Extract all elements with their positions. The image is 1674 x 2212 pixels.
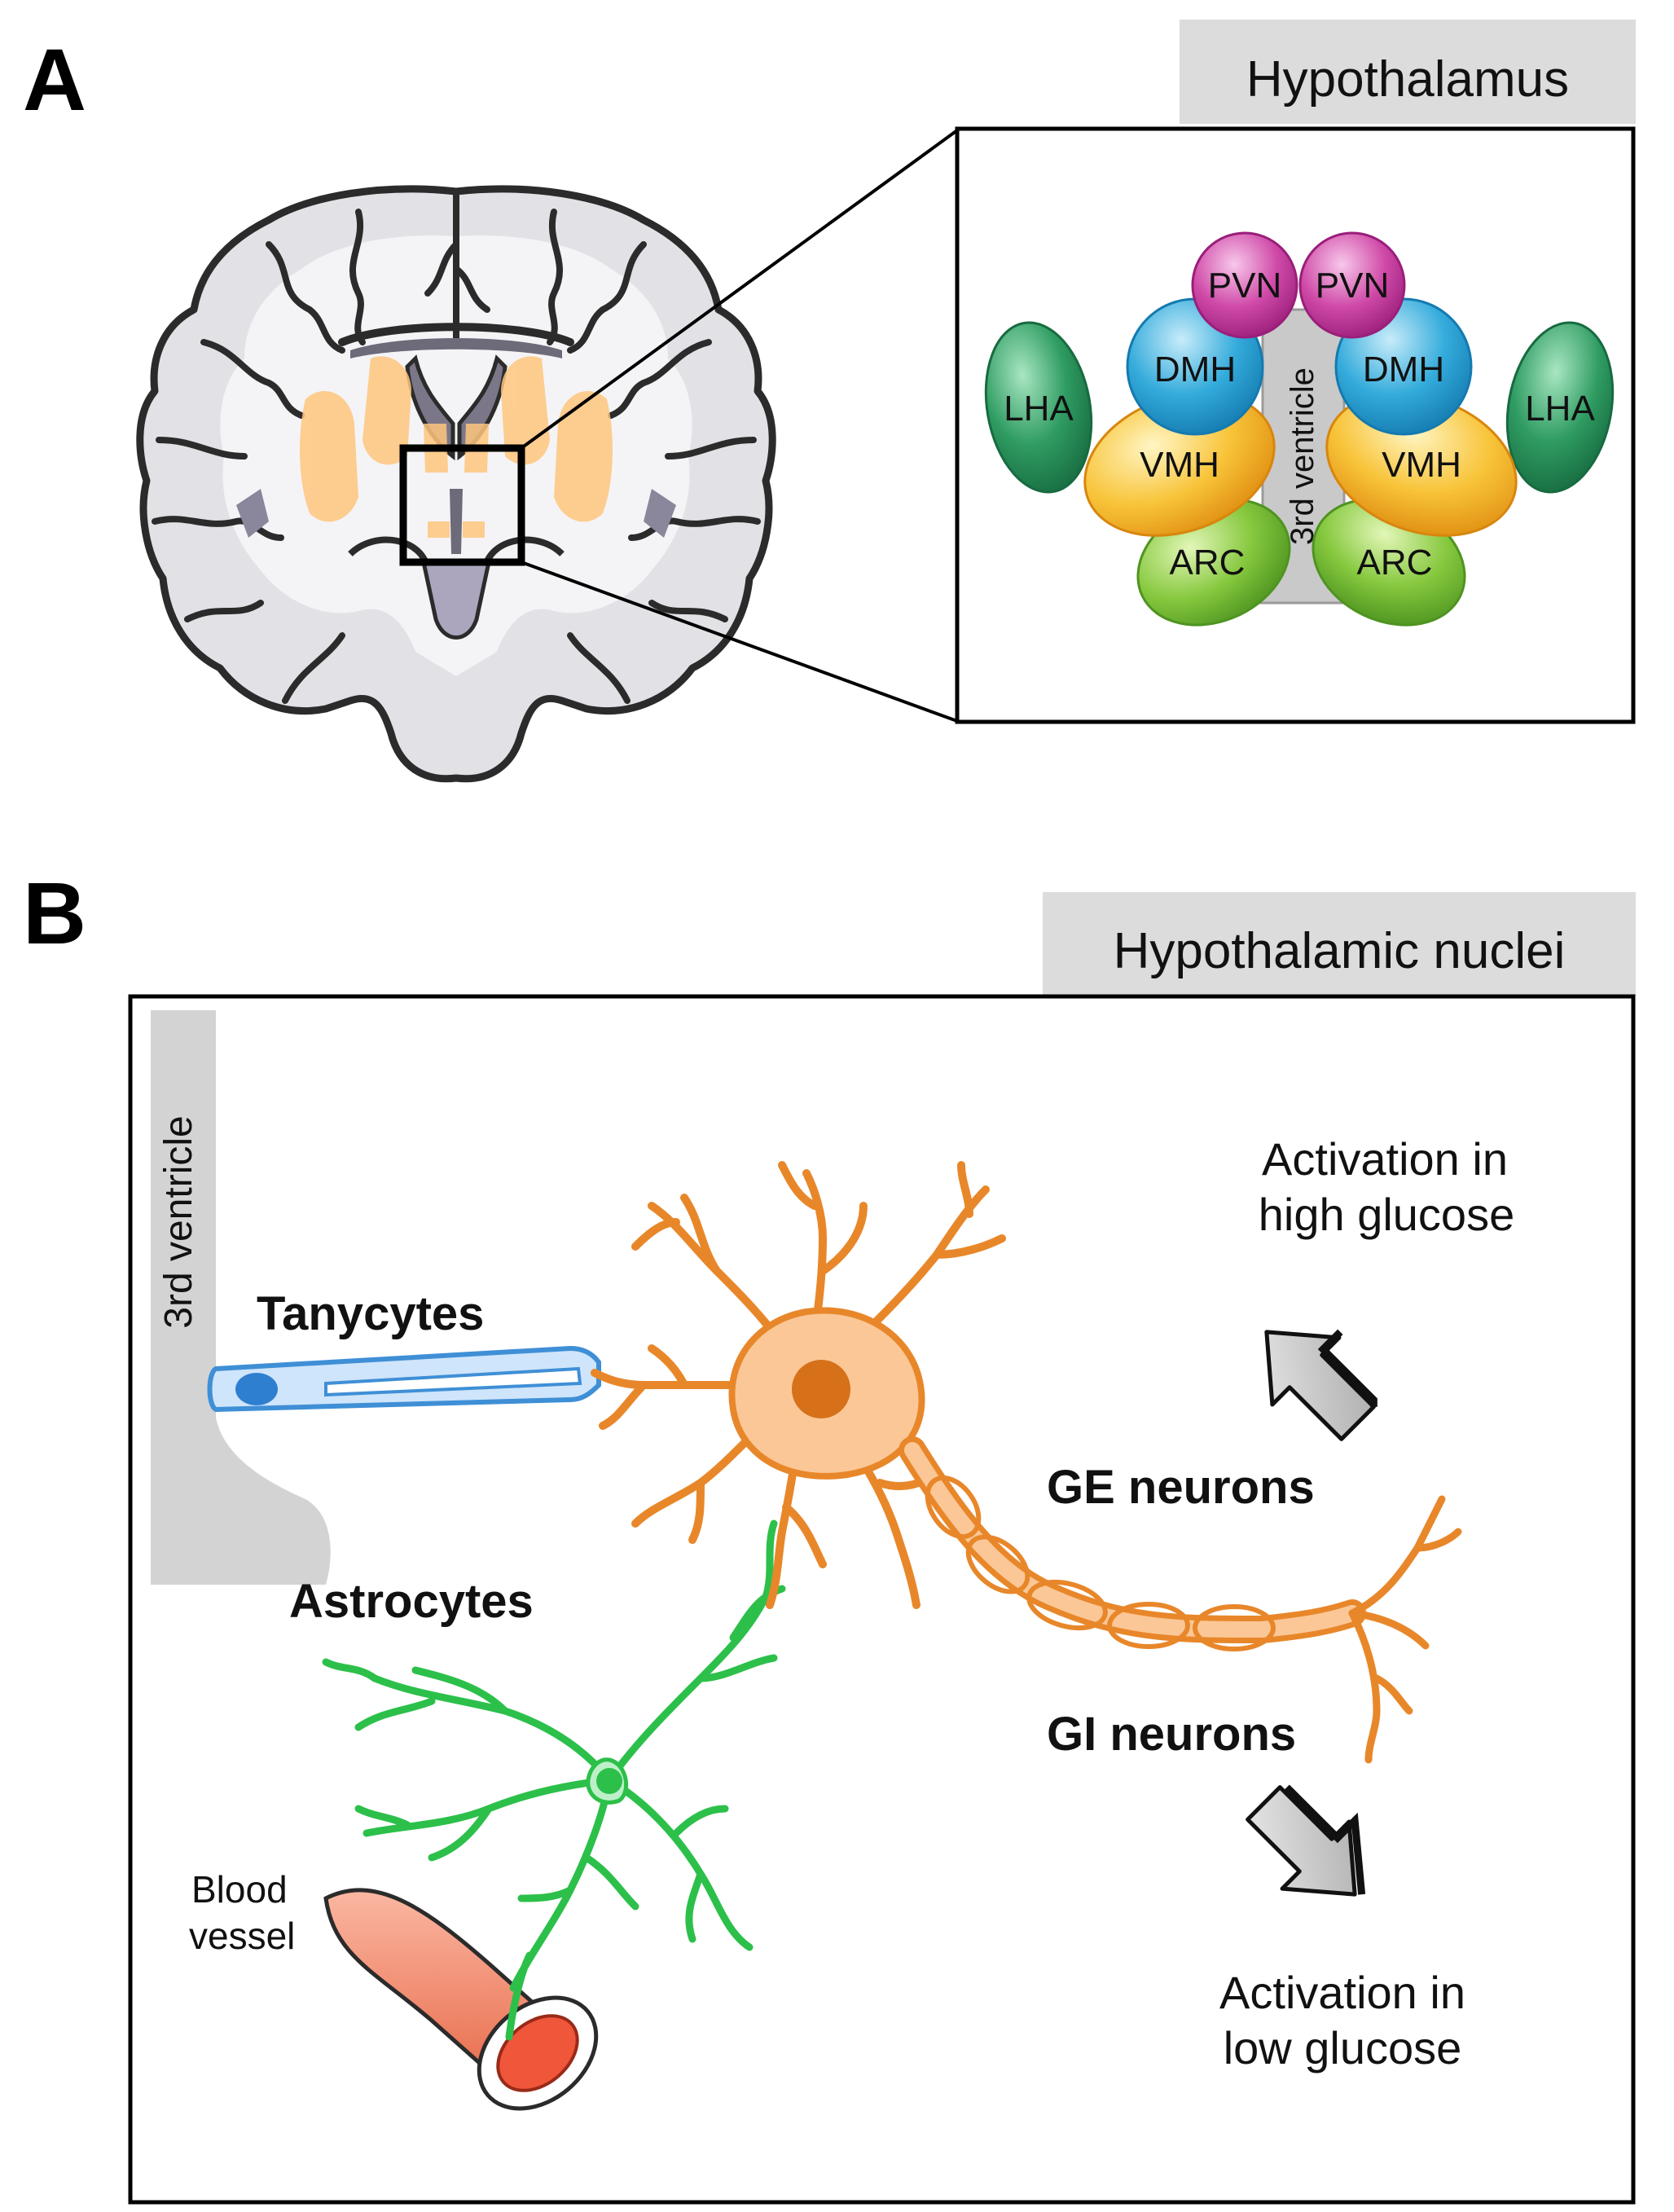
ge-neurons-label: GE neurons	[1047, 1461, 1315, 1514]
panel-a-letter: A	[23, 30, 86, 129]
tanycyte-cell	[207, 1345, 601, 1413]
lha-left-nucleus	[984, 321, 1093, 494]
pvn-left-nucleus	[1191, 231, 1298, 339]
nuclei-diagram: 3rd ventricle PVN PVN DMH DMH LHA LHA VM…	[984, 231, 1615, 627]
blood-vessel-label-2: vessel	[189, 1915, 295, 1957]
lha-right-nucleus	[1505, 321, 1615, 494]
panel-a-title: Hypothalamus	[1246, 51, 1569, 108]
arc-right-label: ARC	[1357, 543, 1433, 583]
panel-b-title: Hypothalamic nuclei	[1114, 923, 1566, 979]
ventricle-b-label: 3rd ventricle	[157, 1115, 200, 1328]
arrow-up-icon	[1264, 1329, 1377, 1441]
astrocyte-nucleus	[596, 1768, 622, 1794]
dmh-left-label: DMH	[1154, 350, 1236, 389]
pvn-left-label: PVN	[1208, 266, 1281, 306]
neuron-nucleus	[792, 1360, 850, 1418]
astrocyte-cell	[322, 1519, 786, 2041]
pvn-right-nucleus	[1298, 231, 1406, 339]
neuron-cell	[591, 1161, 1462, 1764]
blood-vessel-label-1: Blood	[191, 1868, 288, 1911]
vmh-right-label: VMH	[1382, 445, 1461, 485]
arc-left-label: ARC	[1170, 543, 1246, 583]
panel-a-title-box: Hypothalamus	[1180, 20, 1636, 124]
dmh-right-label: DMH	[1363, 350, 1444, 389]
pvn-right-label: PVN	[1316, 266, 1389, 306]
ventricle-label: 3rd ventricle	[1285, 367, 1320, 545]
tanycytes-label: Tanycytes	[257, 1287, 484, 1340]
panel-b-frame	[128, 994, 1636, 2205]
lha-right-label: LHA	[1525, 389, 1595, 429]
brain-illustration	[136, 185, 776, 783]
high-glucose-line-2: high glucose	[1259, 1189, 1514, 1240]
ventricle-b	[151, 1010, 331, 1585]
zoom-line-bottom	[521, 561, 958, 723]
arrow-down-icon	[1246, 1784, 1366, 1897]
astrocytes-label: Astrocytes	[289, 1575, 534, 1628]
high-glucose-line-1: Activation in	[1262, 1133, 1508, 1185]
lha-left-label: LHA	[1004, 389, 1074, 429]
low-glucose-line-2: low glucose	[1224, 2022, 1462, 2073]
panel-b-title-box: Hypothalamic nuclei	[1043, 892, 1636, 996]
gi-neurons-label: GI neurons	[1047, 1708, 1296, 1761]
low-glucose-line-1: Activation in	[1219, 1967, 1465, 2018]
zoom-line-top	[520, 129, 959, 450]
panel-b-letter: B	[23, 864, 86, 962]
vmh-left-label: VMH	[1140, 445, 1219, 485]
brain-inset-box	[399, 444, 525, 566]
tanycyte-nucleus	[235, 1373, 278, 1405]
